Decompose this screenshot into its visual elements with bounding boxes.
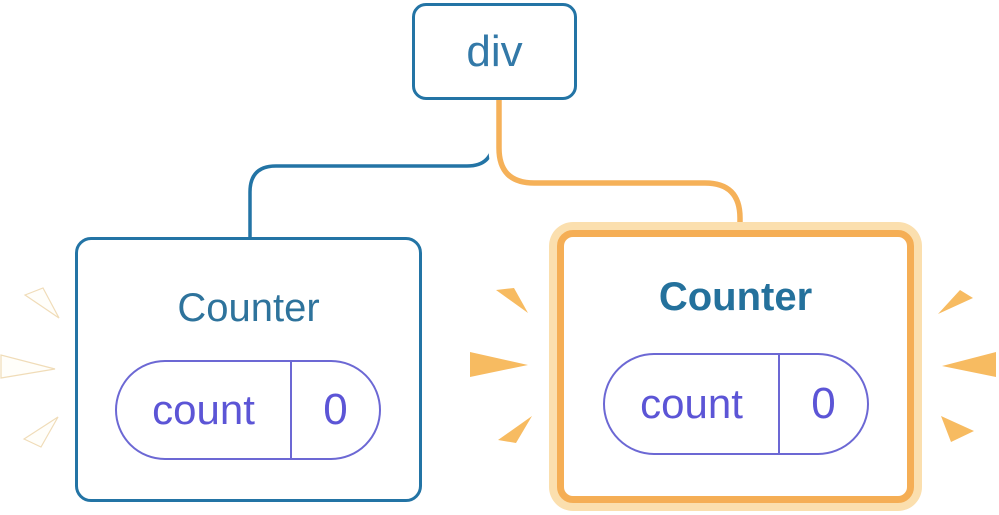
spark-icon [941, 416, 974, 442]
spark-icon [938, 290, 973, 314]
counter-card-left: Counter count 0 [75, 237, 422, 502]
counter-card-right-highlight-ring: Counter count 0 [549, 222, 922, 511]
spark-icon [470, 352, 528, 377]
white-spark-burst-icon [0, 287, 60, 448]
edge-highlight-casing [488, 96, 751, 228]
orange-spark-burst-icon [938, 290, 996, 442]
orange-spark-burst-icon [470, 288, 532, 443]
state-pill-value-cell: 0 [811, 379, 836, 428]
spark-icon [942, 352, 996, 377]
tree-node-label: div [466, 26, 523, 76]
state-pill-label-cell: count [605, 355, 780, 453]
counter-card-right: Counter count 0 [557, 230, 914, 503]
spark-icon [496, 288, 528, 313]
state-pill-value-cell: 0 [323, 385, 348, 434]
state-pill-label-cell: count [117, 362, 292, 458]
edge-parent-to-right-counter [496, 96, 743, 228]
edge-parent-to-left-counter [248, 96, 495, 240]
counter-title: Counter [658, 275, 813, 319]
spark-icon [498, 416, 532, 443]
tree-node-div: div [412, 3, 577, 100]
counter-title: Counter [177, 286, 320, 330]
spark-icon [0, 354, 56, 379]
state-pill: count 0 [115, 360, 381, 460]
spark-icon [23, 287, 60, 319]
state-pill: count 0 [603, 353, 869, 455]
spark-icon [22, 416, 59, 448]
